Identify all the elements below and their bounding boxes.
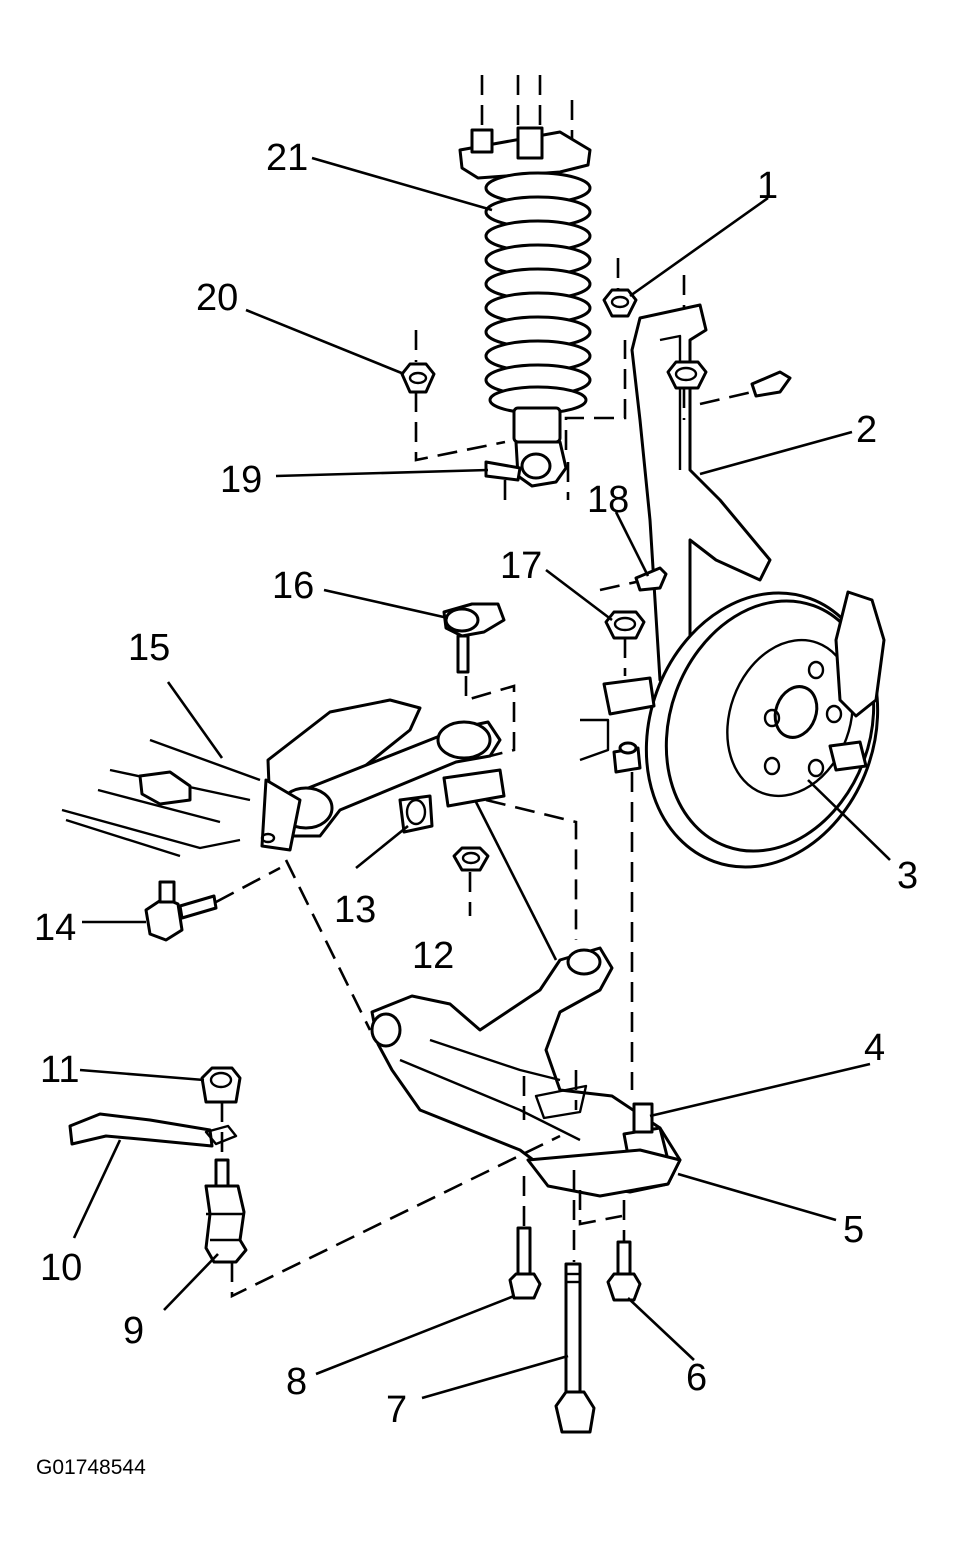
bolt-7 [554,1170,596,1434]
callout-1: 1 [757,165,778,207]
lower-control-arm [284,798,682,1226]
figure-id-label: G01748544 [36,1456,146,1479]
stabilizer-link-nut-11 [200,1066,242,1160]
brake-rotor-hub [644,590,886,869]
callout-21: 21 [266,137,308,179]
callout-labels: 1 2 3 4 5 6 7 8 9 10 11 12 13 14 15 16 1… [34,137,918,1431]
callout-10: 10 [40,1247,82,1289]
bolt-14 [144,866,281,942]
nut-12 [452,846,490,916]
frame-crossmember [61,698,506,858]
callout-6: 6 [686,1357,707,1399]
callout-13: 13 [334,889,376,931]
callout-12: 12 [412,935,454,977]
callout-16: 16 [272,565,314,607]
callout-3: 3 [897,855,918,897]
callout-2: 2 [856,409,877,451]
callout-5: 5 [843,1209,864,1251]
callout-7: 7 [386,1389,407,1431]
callout-15: 15 [128,627,170,669]
bolt-6 [606,1200,642,1302]
callout-4: 4 [864,1027,885,1069]
callout-17: 17 [500,545,542,587]
nut-20 [400,330,506,462]
nut-17 [604,610,646,676]
bolt-8 [508,1176,542,1300]
steering-knuckle [630,275,792,682]
callout-8: 8 [286,1361,307,1403]
callout-18: 18 [587,479,629,521]
callout-14: 14 [34,907,76,949]
coil-spring-strut-assembly [458,75,627,500]
cotter-pin-18 [599,566,668,592]
stabilizer-link-9 [204,1134,561,1299]
stabilizer-bar [68,1112,214,1148]
callout-19: 19 [220,459,262,501]
callout-9: 9 [123,1310,144,1352]
callout-11: 11 [40,1049,79,1091]
leader-lines [72,156,891,1400]
bolt-16 [442,602,516,758]
nut-1 [602,258,638,318]
callout-20: 20 [196,277,238,319]
bolt-19 [484,460,522,510]
knuckle-ball-joint [579,676,656,1090]
